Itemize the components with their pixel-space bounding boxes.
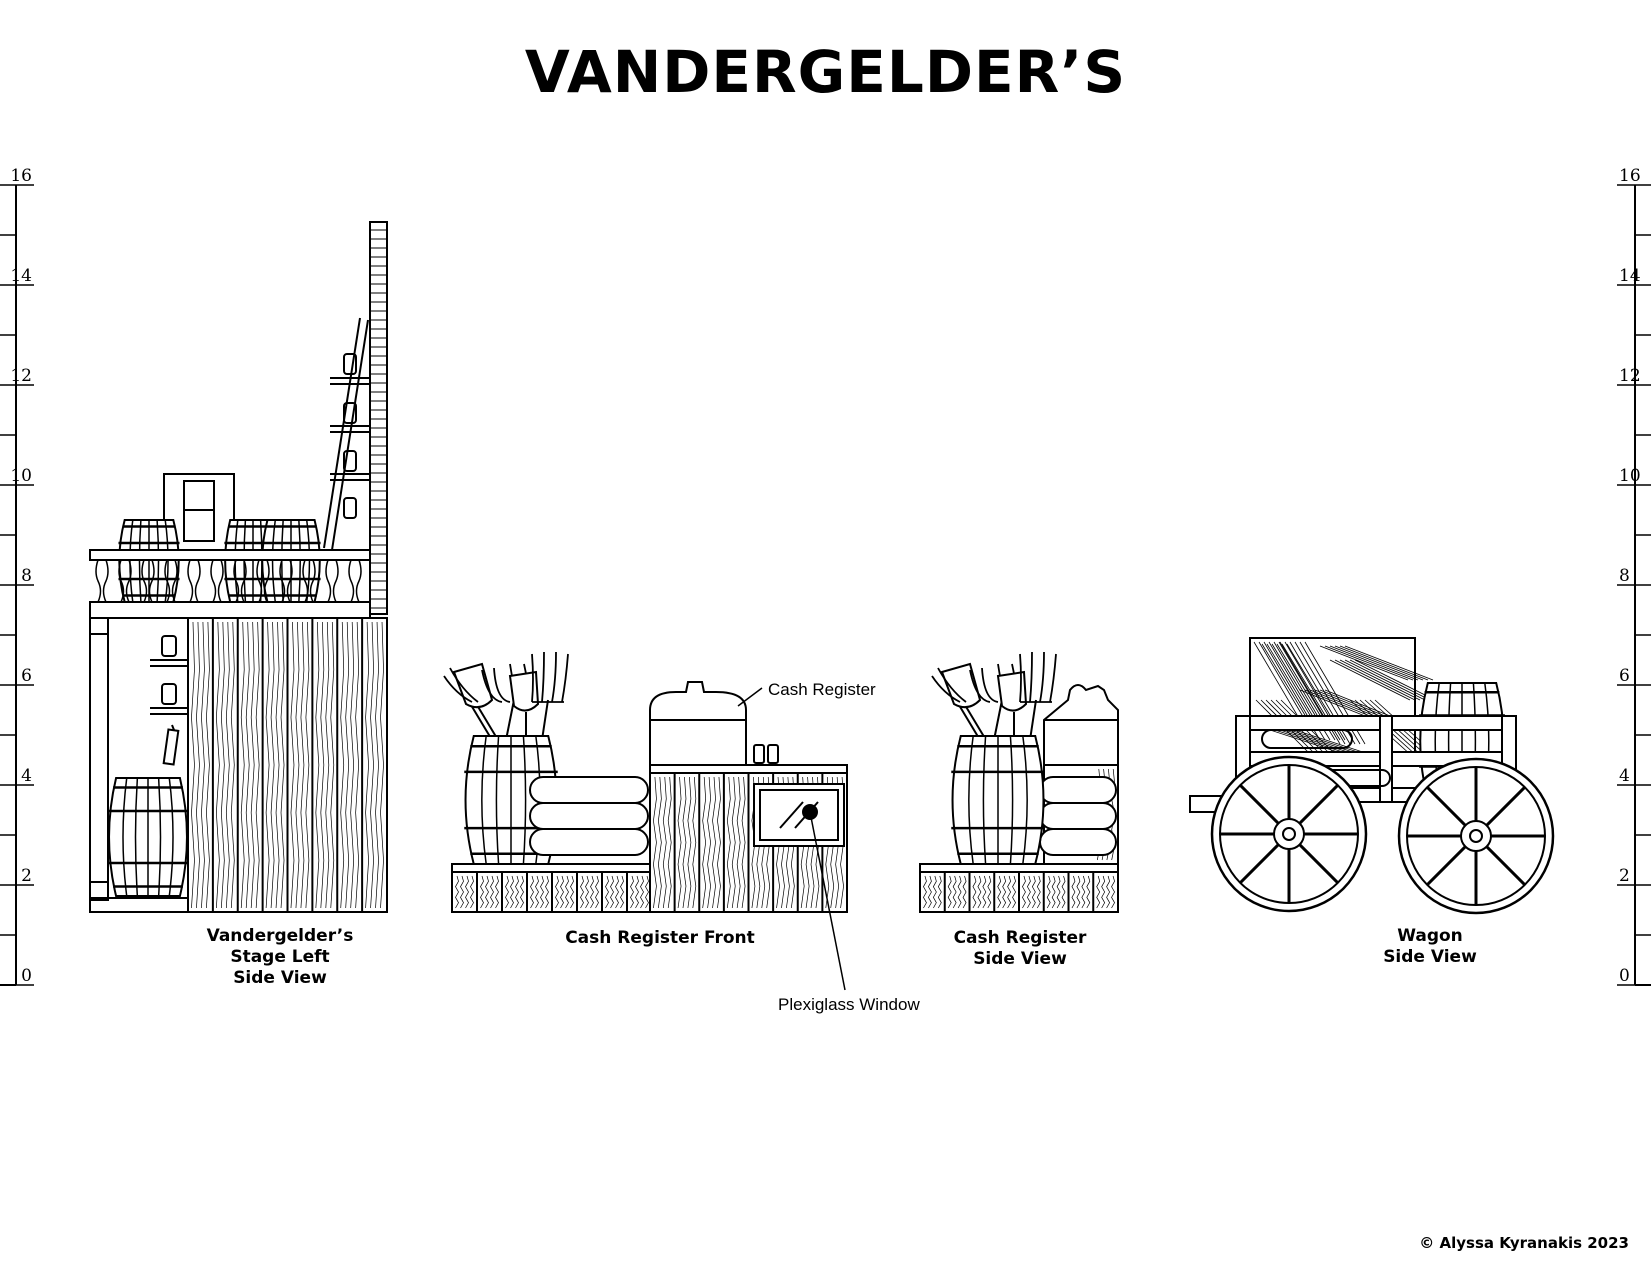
caption-line: Wagon bbox=[1397, 926, 1463, 946]
scale-tick-label: 4 bbox=[1619, 766, 1630, 786]
cash-register-side-view bbox=[919, 651, 1119, 913]
upper-shelves bbox=[330, 353, 370, 519]
caption-stage-left: Vandergelder’s Stage Left Side View bbox=[180, 926, 380, 989]
scale-tick-label: 0 bbox=[1619, 966, 1630, 986]
caption-register-front: Cash Register Front bbox=[530, 928, 790, 949]
caption-line: Cash Register bbox=[953, 928, 1087, 948]
callout-plexiglass-window: Plexiglass Window bbox=[778, 995, 920, 1014]
caption-register-side: Cash Register Side View bbox=[920, 928, 1120, 970]
scale-ruler-left: 0 2 4 6 8 10 12 14 16 bbox=[0, 166, 34, 986]
cash-register-front-view bbox=[443, 651, 848, 991]
scale-tick-label: 10 bbox=[10, 466, 32, 486]
caption-line: Side View bbox=[233, 968, 327, 988]
scale-tick-label: 2 bbox=[21, 866, 32, 886]
scale-tick-label: 6 bbox=[1619, 666, 1630, 686]
caption-line: Side View bbox=[973, 949, 1067, 969]
caption-line: Stage Left bbox=[230, 947, 330, 967]
scale-tick-label: 14 bbox=[10, 266, 32, 286]
caption-line: Vandergelder’s bbox=[206, 926, 354, 946]
stage-left-side-view bbox=[89, 221, 388, 913]
scale-tick-label: 16 bbox=[10, 166, 32, 186]
callout-cash-register: Cash Register bbox=[768, 680, 876, 699]
scale-tick-label: 2 bbox=[1619, 866, 1630, 886]
scale-tick-label: 4 bbox=[21, 766, 32, 786]
scale-tick-label: 0 bbox=[21, 966, 32, 986]
scale-tick-label: 8 bbox=[1619, 566, 1630, 586]
copyright-notice: © Alyssa Kyranakis 2023 bbox=[1419, 1234, 1629, 1252]
scale-ruler-right: 0 2 4 6 8 10 12 14 16 bbox=[1617, 166, 1651, 986]
sheet-title: VANDERGELDER’S bbox=[524, 38, 1127, 106]
scale-tick-label: 6 bbox=[21, 666, 32, 686]
scale-tick-label: 16 bbox=[1619, 166, 1641, 186]
caption-line: Side View bbox=[1383, 947, 1477, 967]
cash-register-leader-line bbox=[737, 687, 763, 707]
caption-wagon: Wagon Side View bbox=[1330, 926, 1530, 968]
scale-tick-label: 14 bbox=[1619, 266, 1641, 286]
plexiglass-leader-line bbox=[809, 811, 846, 991]
caption-line: Cash Register Front bbox=[565, 928, 755, 948]
scale-tick-label: 12 bbox=[1619, 366, 1641, 386]
scale-tick-label: 8 bbox=[21, 566, 32, 586]
wagon-side-view bbox=[1189, 637, 1555, 915]
scale-tick-label: 10 bbox=[1619, 466, 1641, 486]
scale-tick-label: 12 bbox=[10, 366, 32, 386]
